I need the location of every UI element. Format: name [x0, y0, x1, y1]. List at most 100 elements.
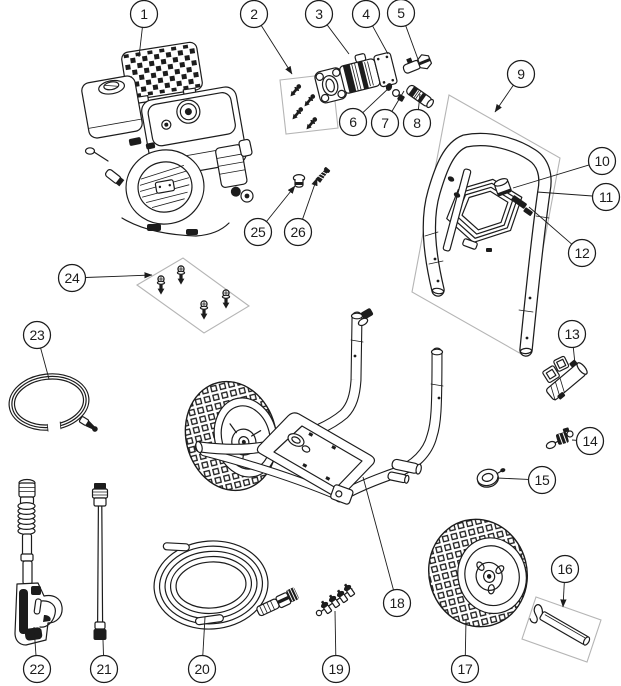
callout-number-17: 17: [458, 661, 473, 677]
callout-25: 25: [243, 185, 296, 247]
callout-18: 18: [362, 476, 412, 618]
callout-number-13: 13: [565, 326, 580, 342]
leader-line-7: [391, 90, 405, 112]
leader-line-12: [528, 206, 573, 245]
callout-number-7: 7: [381, 115, 389, 131]
callout-circle-22: [22, 654, 52, 684]
callout-11: 11: [536, 182, 621, 212]
callout-number-24: 24: [65, 270, 80, 286]
callout-circle-8: [402, 108, 432, 138]
callout-circle-18: [382, 588, 412, 618]
callout-circle-5: [386, 0, 416, 28]
part-frame-assembly: [184, 308, 444, 505]
callout-number-5: 5: [397, 5, 405, 21]
leader-line-19: [334, 610, 337, 656]
callout-number-6: 6: [349, 114, 357, 130]
callout-circle-16: [550, 554, 580, 584]
callout-1: 1: [129, 0, 159, 58]
handle-foot-tab: [462, 238, 478, 250]
callout-circle-17: [450, 654, 480, 684]
part-axle-pin: [529, 604, 591, 646]
callout-number-8: 8: [413, 115, 421, 131]
callout-26: 26: [283, 177, 318, 247]
part-pump-assembly: [314, 52, 435, 109]
leader-line-5: [405, 25, 420, 63]
callout-17: 17: [450, 619, 480, 684]
callout-circle-14: [575, 426, 605, 456]
callout-number-16: 16: [558, 561, 573, 577]
callout-12: 12: [528, 206, 597, 268]
leader-line-26: [302, 177, 318, 220]
callout-circle-2: [239, 0, 269, 29]
leader-line-11: [536, 191, 593, 197]
siphon-ring-fitting: [78, 416, 98, 432]
callout-circle-26: [283, 217, 313, 247]
leader-line-22: [33, 626, 37, 656]
callout-circle-11: [591, 182, 621, 212]
hose-wrap-rail: [442, 168, 472, 252]
callout-number-22: 22: [30, 661, 45, 677]
callout-number-18: 18: [390, 595, 405, 611]
callout-circle-1: [129, 0, 159, 29]
callout-8: 8: [402, 93, 432, 138]
callout-22: 22: [22, 626, 52, 684]
callout-number-21: 21: [97, 661, 112, 677]
hose-hook-knob: [493, 178, 512, 197]
leader-line-1: [138, 27, 143, 58]
pump-drain-fitting: [392, 88, 401, 97]
leader-line-25: [266, 185, 296, 222]
part-siphon-ring: [8, 373, 98, 433]
callout-15: 15: [496, 465, 557, 495]
leader-line-3: [326, 24, 350, 55]
part-handle-assembly: [422, 132, 552, 357]
leader-line-24: [85, 272, 153, 279]
leader-line-9: [494, 84, 514, 113]
part-flange-nut: [292, 173, 306, 188]
callout-circle-6: [338, 107, 368, 137]
handle-clamp-knob: [357, 308, 374, 327]
part-wheel: [427, 518, 529, 628]
callout-number-2: 2: [250, 6, 258, 22]
callout-number-9: 9: [517, 66, 525, 82]
handle-clamp: [511, 195, 533, 216]
engine-carb-details: [84, 137, 254, 237]
callout-20: 20: [187, 616, 217, 684]
hose-wrap-bracket: [446, 178, 523, 244]
part-lance: [91, 483, 109, 640]
callout-circle-20: [187, 654, 217, 684]
callout-circle-12: [567, 238, 597, 268]
leader-line-6: [362, 85, 392, 114]
callout-circle-3: [304, 0, 334, 29]
leader-line-20: [202, 616, 206, 656]
callout-circle-4: [351, 0, 381, 29]
leader-line-2: [260, 25, 293, 75]
leader-line-15: [496, 477, 529, 480]
callout-5: 5: [386, 0, 420, 63]
plate-bolts: [302, 432, 337, 481]
callout-circle-10: [587, 146, 617, 176]
part-cap: [476, 468, 506, 488]
engine-recoil-starter: [125, 149, 205, 225]
pump-inlet-elbow: [402, 54, 433, 74]
leader-line-8: [417, 93, 421, 110]
callout-circle-24: [57, 263, 87, 293]
callout-9: 9: [494, 59, 536, 113]
callout-number-12: 12: [575, 245, 590, 261]
part-nozzle-kit: [315, 581, 357, 617]
callout-10: 10: [512, 146, 617, 189]
engine-left-tank: [81, 75, 143, 139]
callout-21: 21: [89, 639, 119, 684]
callout-circle-13: [557, 319, 587, 349]
callout-2: 2: [239, 0, 293, 75]
pump-outlet-fitting: [406, 84, 435, 109]
pump-mounting-flange: [314, 67, 347, 104]
callout-16: 16: [550, 554, 580, 608]
callout-circle-25: [243, 217, 273, 247]
frame-axle-stub: [391, 458, 422, 475]
leader-line-17: [464, 619, 467, 656]
callout-circle-21: [89, 654, 119, 684]
callout-circle-15: [527, 465, 557, 495]
